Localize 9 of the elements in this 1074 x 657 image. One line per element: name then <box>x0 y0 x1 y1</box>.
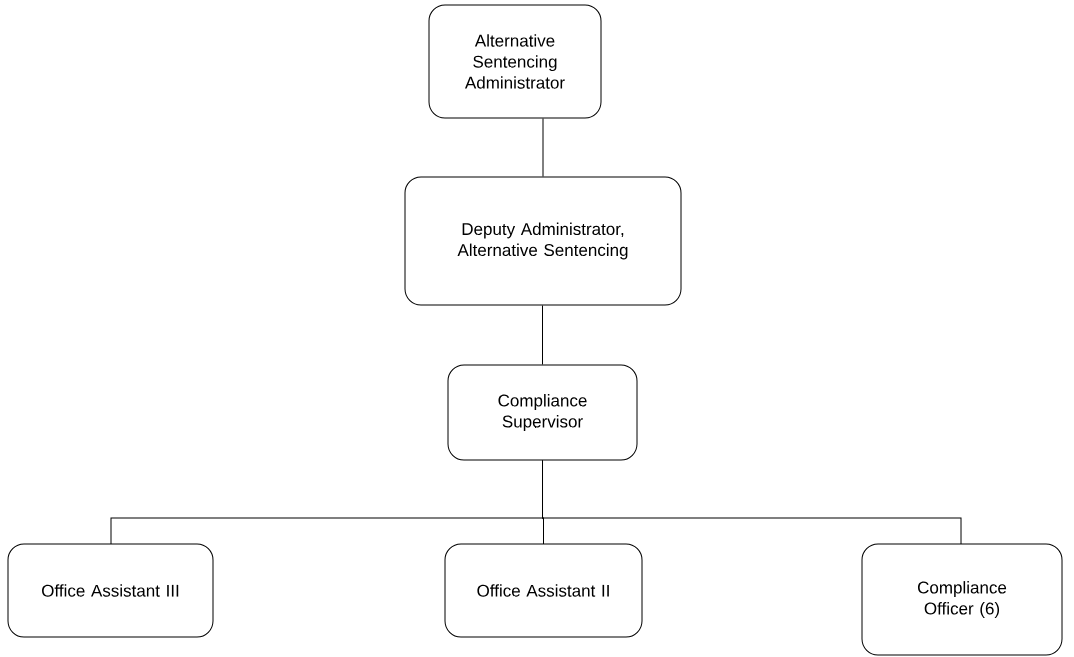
position-box: Alternative Sentencing Administrator <box>428 4 602 119</box>
position-box: Deputy Administrator, Alternative Sentencing <box>404 176 682 306</box>
connector-line <box>542 118 544 177</box>
connector-line <box>542 305 543 365</box>
connector-line <box>542 460 962 545</box>
position-box: Compliance Officer (6) <box>861 543 1063 656</box>
position-box: Compliance Supervisor <box>447 364 638 461</box>
position-box: Office Assistant III <box>7 543 214 638</box>
position-box: Office Assistant II <box>444 543 643 638</box>
